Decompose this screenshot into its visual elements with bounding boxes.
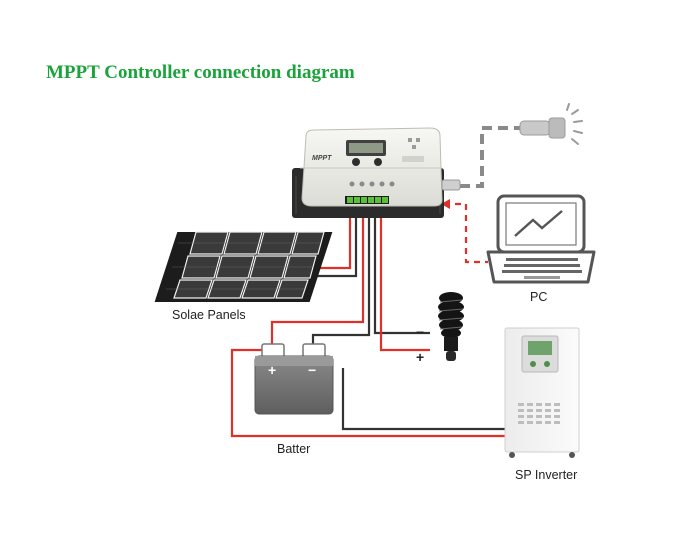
mppt-controller: MPPT <box>292 127 461 218</box>
battery-label: Batter <box>277 442 311 456</box>
pc-signal-arrow <box>441 199 450 209</box>
solar-panel-cells <box>173 231 325 299</box>
pc-signal-dashed-link <box>444 202 488 264</box>
load-negative-symbol: − <box>416 324 424 340</box>
diagram-title: MPPT Controller connection diagram <box>46 62 355 83</box>
controller-status-icons <box>349 181 395 187</box>
inverter-label: SP Inverter <box>515 468 578 482</box>
inverter-vents <box>518 403 560 424</box>
battery-inverter-negative-wire <box>341 368 505 431</box>
solar-panels <box>154 231 333 302</box>
sp-inverter-icon <box>504 327 580 458</box>
flashlight-icon <box>519 103 583 145</box>
usb-port <box>441 179 461 191</box>
pc-label: PC <box>530 290 548 304</box>
controller-body <box>301 127 443 207</box>
battery-icon: + − <box>254 343 334 415</box>
battery-positive-symbol: + <box>268 362 276 378</box>
solar-panels-label: Solae Panels <box>172 308 246 322</box>
controller-terminals <box>345 196 389 204</box>
battery-positive-wire <box>270 200 365 350</box>
battery-negative-symbol: − <box>308 362 316 378</box>
load-negative-wire <box>373 200 430 335</box>
laptop-pc-icon <box>486 194 596 284</box>
load-positive-symbol: + <box>416 349 424 365</box>
controller-button-right[interactable] <box>374 158 382 166</box>
controller-button-left[interactable] <box>352 158 360 166</box>
battery-negative-wire <box>311 200 371 350</box>
cfl-bulb-load-icon <box>438 292 464 361</box>
battery-inverter-positive-wire <box>230 348 505 438</box>
load-positive-wire <box>379 200 430 352</box>
controller-brand: MPPT <box>312 155 332 162</box>
wires <box>230 126 520 438</box>
usb-dashed-link <box>460 126 520 188</box>
